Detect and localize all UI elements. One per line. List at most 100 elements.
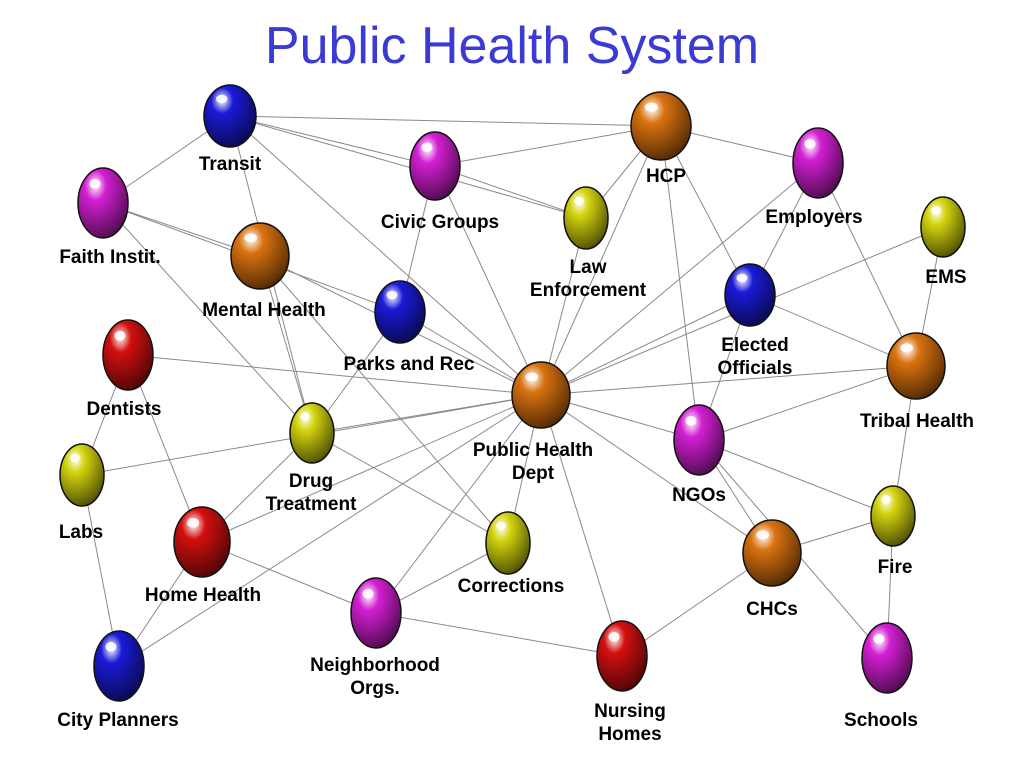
node-sphere-ems xyxy=(920,196,966,258)
edge-hcp-phd xyxy=(540,125,662,396)
page-title: Public Health System xyxy=(264,17,760,75)
node-label-line: Civic Groups xyxy=(381,212,499,233)
edge-home-neighborhood xyxy=(201,541,377,614)
node-highlight-civic xyxy=(421,142,433,153)
node-label-tribal: Tribal Health xyxy=(860,411,974,432)
node-label-line: Treatment xyxy=(266,494,357,515)
node-highlight-employers xyxy=(804,138,816,149)
node-label-line: Neighborhood xyxy=(310,655,440,676)
edge-phd-nursing xyxy=(540,394,623,657)
node-chcs: CHCs xyxy=(742,519,802,620)
edge-neighborhood-nursing xyxy=(375,612,623,657)
edge-mental-corrections xyxy=(259,255,509,544)
node-sphere-mental xyxy=(230,222,290,290)
node-highlight-chcs xyxy=(756,530,770,540)
node-label-city: City Planners xyxy=(57,710,178,731)
edge-employers-phd xyxy=(540,162,819,396)
node-highlight-tribal xyxy=(900,343,914,353)
node-sphere-civic xyxy=(409,131,461,201)
node-highlight-city xyxy=(105,641,117,652)
edge-civic-phd xyxy=(434,165,542,396)
edge-transit-law xyxy=(229,115,587,219)
node-label-employers: Employers xyxy=(765,207,862,228)
node-label-fire: Fire xyxy=(878,557,913,578)
node-label-line: Labs xyxy=(59,522,103,543)
edge-employers-tribal xyxy=(817,162,917,367)
node-highlight-faith xyxy=(89,178,101,189)
node-sphere-transit xyxy=(203,84,257,148)
node-label-line: Enforcement xyxy=(530,280,647,301)
node-label-line: Public Health xyxy=(473,440,593,461)
node-sphere-faith xyxy=(77,167,129,239)
edge-phd-city xyxy=(118,394,542,667)
node-corrections: Corrections xyxy=(458,511,564,597)
node-highlight-labs xyxy=(70,453,80,463)
node-label-line: Home Health xyxy=(145,585,261,606)
node-label-schools: Schools xyxy=(844,710,918,731)
node-transit: Transit xyxy=(199,84,262,175)
node-label-line: Orgs. xyxy=(350,678,400,699)
node-label-chcs: CHCs xyxy=(746,599,798,620)
node-label-line: Parks and Rec xyxy=(344,354,475,375)
edge-hcp-ngos xyxy=(660,125,700,441)
node-sphere-dentists xyxy=(102,319,154,391)
node-label-line: Officials xyxy=(718,358,793,379)
node-label-civic: Civic Groups xyxy=(381,212,499,233)
node-ngos: NGOs xyxy=(672,404,726,506)
node-sphere-corrections xyxy=(485,511,531,575)
node-label-line: Faith Instit. xyxy=(59,247,160,268)
node-city: City Planners xyxy=(57,630,179,731)
node-parks: Parks and Rec xyxy=(344,280,475,375)
node-label-line: Fire xyxy=(878,557,913,578)
node-label-faith: Faith Instit. xyxy=(59,247,160,268)
edge-phd-chcs xyxy=(540,394,773,554)
node-label-ems: EMS xyxy=(925,267,966,288)
edge-faith-drug xyxy=(102,202,313,434)
node-label-line: Schools xyxy=(844,710,918,731)
node-highlight-law xyxy=(574,196,584,206)
edge-dentists-phd xyxy=(127,354,542,396)
node-highlight-phd xyxy=(525,372,539,382)
node-label-mental: Mental Health xyxy=(202,300,326,321)
node-sphere-labs xyxy=(59,443,105,507)
edge-drug-corrections xyxy=(311,432,509,544)
node-label-home: Home Health xyxy=(145,585,261,606)
node-faith: Faith Instit. xyxy=(59,167,161,268)
node-sphere-law xyxy=(563,186,609,250)
edge-phd-neighborhood xyxy=(375,394,542,614)
node-highlight-mental xyxy=(244,233,258,243)
node-highlight-drug xyxy=(300,412,310,421)
node-sphere-city xyxy=(93,630,145,702)
node-highlight-corrections xyxy=(496,521,506,531)
node-label-line: HCP xyxy=(646,166,686,187)
node-label-line: NGOs xyxy=(672,485,726,506)
edge-phd-tribal xyxy=(540,365,917,396)
node-sphere-chcs xyxy=(742,519,802,587)
node-tribal: Tribal Health xyxy=(860,332,974,432)
node-label-dentists: Dentists xyxy=(87,399,162,420)
node-sphere-home xyxy=(173,506,231,578)
node-sphere-schools xyxy=(861,622,913,694)
node-highlight-ems xyxy=(931,206,941,215)
edge-civic-hcp xyxy=(434,125,662,167)
node-label-line: Drug xyxy=(289,471,333,492)
node-labs: Labs xyxy=(59,443,105,543)
node-label-line: Nursing xyxy=(594,701,666,722)
edge-transit-phd xyxy=(229,115,542,396)
node-sphere-hcp xyxy=(630,91,692,161)
node-fire: Fire xyxy=(870,485,916,578)
node-label-ngos: NGOs xyxy=(672,485,726,506)
edge-elected-phd xyxy=(540,294,751,396)
node-sphere-parks xyxy=(374,280,426,344)
